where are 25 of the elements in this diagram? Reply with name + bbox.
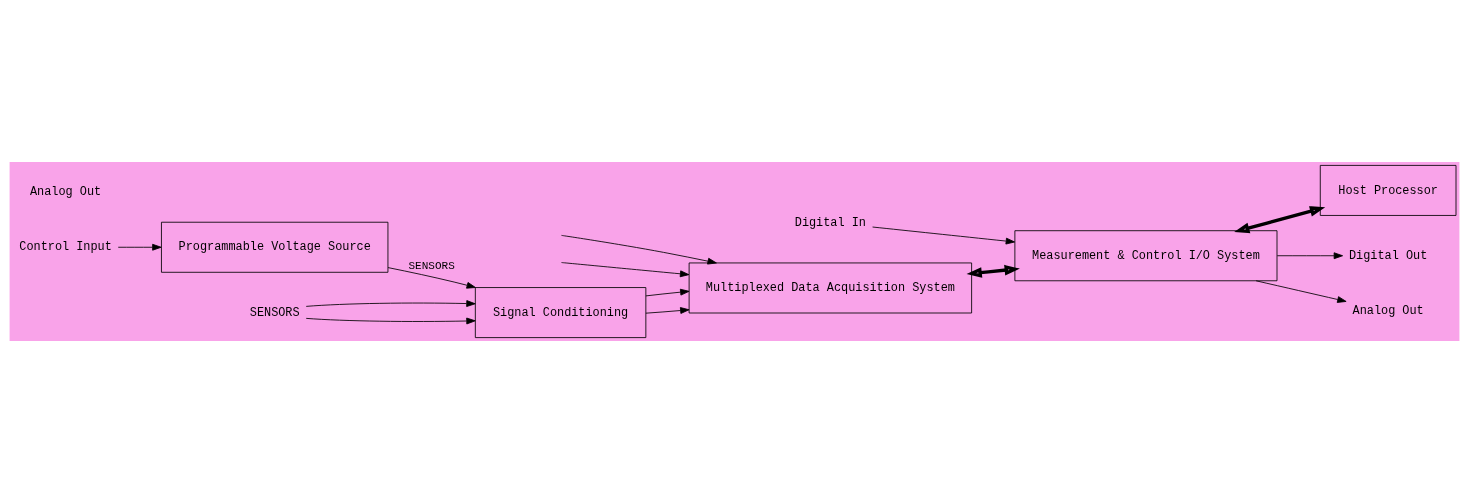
edge-label: SENSORS (408, 259, 455, 272)
arrow (561, 234, 717, 265)
arrow (1255, 280, 1347, 303)
arrow (561, 262, 690, 278)
node-box: Measurement & Control I/O System (1014, 230, 1278, 282)
node-box: Programmable Voltage Source (161, 221, 389, 273)
arrow (645, 288, 690, 297)
node-text: Analog Out (1352, 304, 1424, 319)
node-box: Multiplexed Data Acquisition System (688, 262, 973, 314)
arrow (305, 317, 476, 325)
node-text: Digital Out (1349, 248, 1428, 263)
arrow (645, 307, 690, 314)
node-text: Control Input (19, 240, 112, 255)
node-box: Signal Conditioning (474, 287, 647, 339)
arrow (1276, 252, 1344, 260)
arrow (872, 226, 1016, 245)
arrow (117, 243, 162, 251)
node-box: Host Processor (1319, 164, 1457, 216)
arrow (305, 300, 476, 307)
arrow (1234, 206, 1326, 234)
arrow (966, 264, 1020, 278)
node-text: Digital In (794, 215, 866, 230)
arrow (387, 267, 476, 289)
label: Analog Out (30, 185, 102, 200)
node-text: SENSORS (249, 305, 300, 320)
